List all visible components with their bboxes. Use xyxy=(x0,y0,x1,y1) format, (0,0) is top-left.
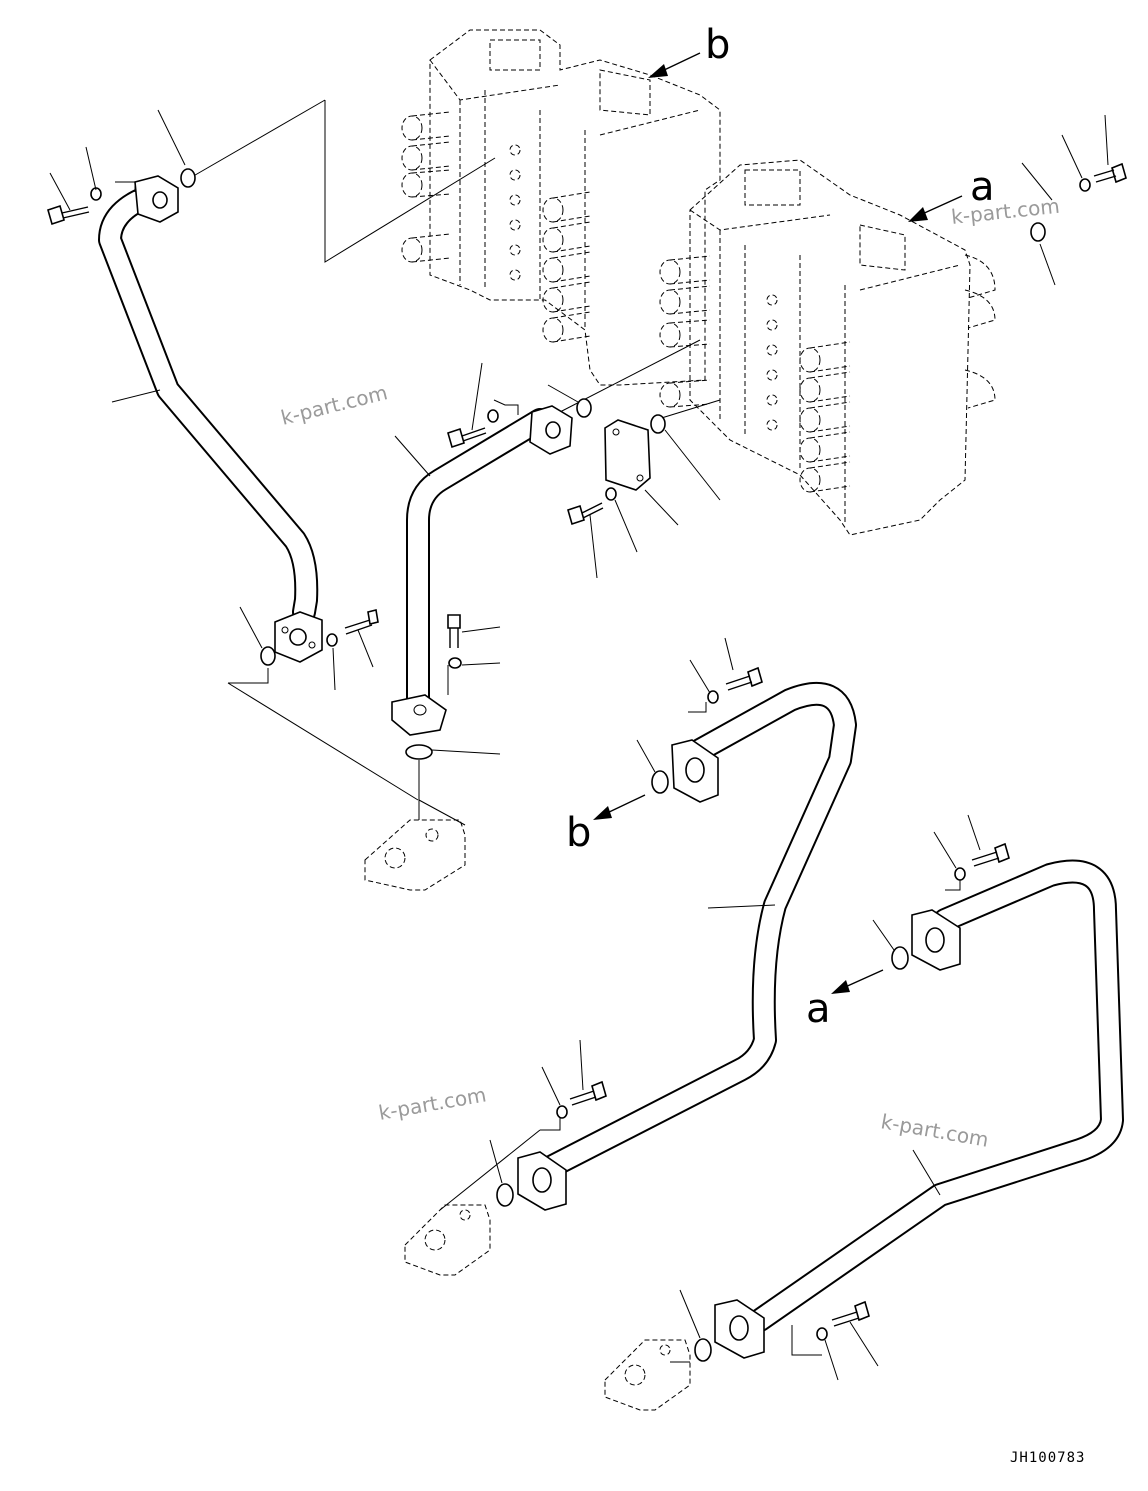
drawing-code: JH100783 xyxy=(1010,1450,1085,1466)
view-arrow-a-top xyxy=(908,195,963,222)
view-arrow-b-top xyxy=(648,52,701,78)
view-letter-a-bottom: a xyxy=(806,986,831,1032)
view-letter-b-top: b xyxy=(705,22,730,68)
watermark-4: k-part.com xyxy=(879,1109,990,1152)
view-letter-b-bottom: b xyxy=(566,810,591,856)
view-letter-a-top: a xyxy=(970,164,995,210)
pipe-left xyxy=(98,175,323,663)
bolts xyxy=(47,162,1127,1327)
watermark-2: k-part.com xyxy=(278,380,389,430)
cover-plate xyxy=(604,419,651,491)
pipe-a-route xyxy=(714,859,1124,1359)
pipe-b-route xyxy=(517,681,857,1211)
control-valve-upper xyxy=(401,29,721,386)
block-lower-left xyxy=(404,1204,491,1276)
block-lower-right xyxy=(604,1339,691,1411)
block-center xyxy=(364,819,466,891)
washers xyxy=(90,178,1091,1341)
control-valve-lower xyxy=(659,159,996,536)
leader-lines xyxy=(49,109,1109,1381)
watermark-1: k-part.com xyxy=(950,194,1061,229)
view-arrow-b-bottom xyxy=(593,794,646,820)
pipe-center xyxy=(391,405,573,736)
o-rings xyxy=(180,168,1046,1362)
watermark-3: k-part.com xyxy=(377,1082,488,1125)
view-arrow-a-bottom xyxy=(831,969,884,994)
